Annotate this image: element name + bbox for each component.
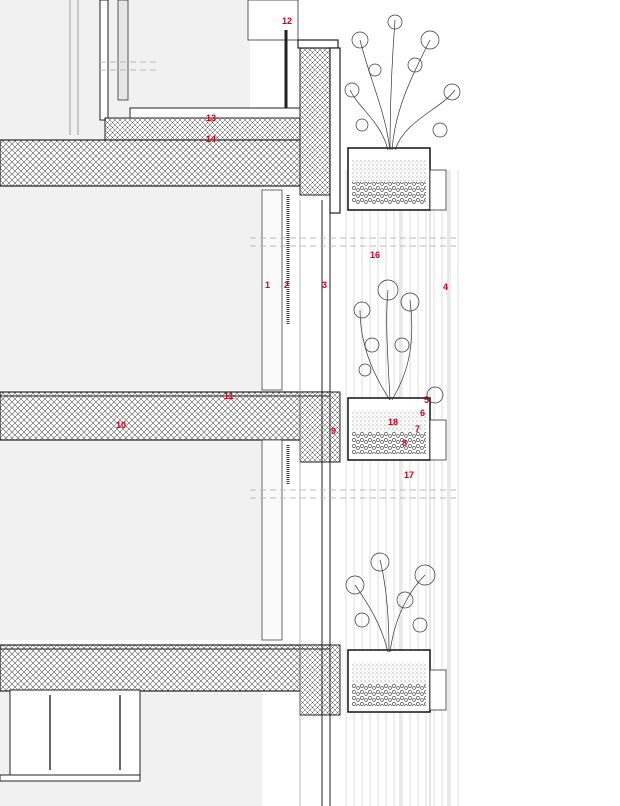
curtain-wall-floor-2 — [261, 189, 283, 391]
parapet-coping — [297, 39, 339, 49]
plant-3 — [345, 552, 436, 653]
label-2: 2 — [284, 280, 289, 290]
planter-2-soil — [352, 410, 426, 432]
parapet-insulation — [299, 44, 331, 196]
plant-2 — [353, 279, 444, 404]
interior-space-floor-3 — [0, 440, 262, 640]
interior-space-floor-2 — [0, 185, 262, 390]
curtain-wall-floor-3 — [261, 439, 283, 641]
label-8: 8 — [402, 438, 407, 448]
planter-1-gravel — [352, 182, 426, 204]
planter-3-soil — [352, 662, 426, 684]
lower-partition-frame — [9, 689, 141, 781]
planter-2-support — [429, 419, 447, 461]
label-4: 4 — [443, 282, 448, 292]
floor-slab-3 — [0, 644, 331, 692]
label-6: 6 — [420, 408, 425, 418]
floor-slab-2-insulation — [299, 391, 341, 463]
planter-1-soil — [352, 160, 426, 182]
label-16: 16 — [370, 250, 380, 260]
label-13: 13 — [206, 113, 216, 123]
plant-1 — [344, 14, 461, 151]
floor-slab-2 — [0, 391, 331, 441]
label-7: 7 — [415, 424, 420, 434]
upper-window-mullion — [117, 0, 129, 101]
lower-floor-slab — [0, 774, 141, 782]
label-11: 11 — [224, 391, 234, 401]
skylight-frame — [247, 0, 299, 41]
planter-3-support — [429, 669, 447, 711]
label-5: 5 — [424, 395, 429, 405]
planter-1-support — [429, 169, 447, 211]
label-9: 9 — [331, 426, 336, 436]
roof-slab — [0, 139, 331, 187]
parapet-cladding — [329, 47, 341, 214]
label-17: 17 — [404, 470, 414, 480]
label-3: 3 — [322, 280, 327, 290]
floor-slab-3-insulation — [299, 644, 341, 716]
label-18: 18 — [388, 417, 398, 427]
planter-3-gravel — [352, 684, 426, 706]
label-12: 12 — [282, 16, 292, 26]
break-lines — [100, 61, 460, 499]
label-1: 1 — [265, 280, 270, 290]
planter-2-gravel — [352, 432, 426, 454]
upper-glazing-frame — [99, 0, 109, 121]
label-14: 14 — [206, 134, 216, 144]
label-10: 10 — [116, 420, 126, 430]
